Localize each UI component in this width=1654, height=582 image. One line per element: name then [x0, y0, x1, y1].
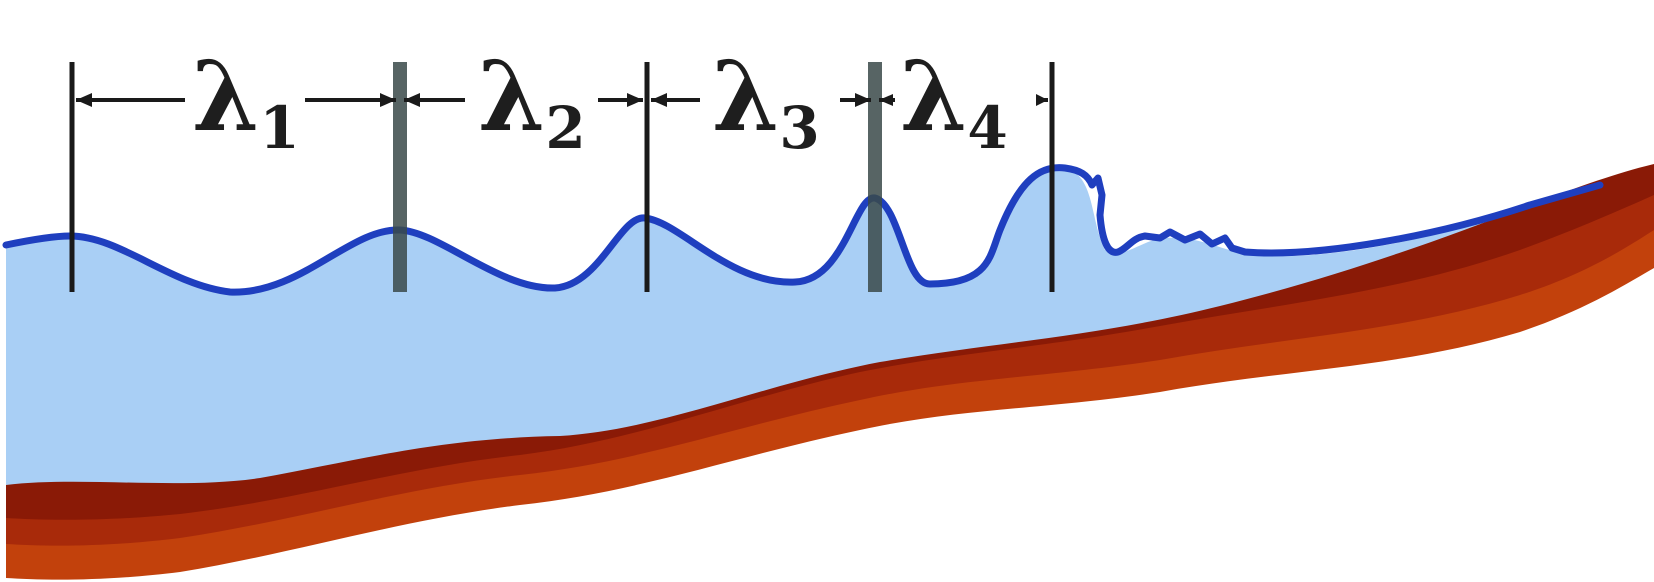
wavelength-label-3: λ3	[712, 40, 820, 162]
wavelength-dimension-1	[76, 93, 396, 107]
wavelength-label-4: λ4	[900, 40, 1008, 162]
wavelength-label-1: λ1	[192, 40, 300, 162]
seabed-top-band	[6, 164, 1654, 520]
wavelength-dimension-2	[404, 93, 643, 107]
wavelength-label-2: λ2	[478, 40, 586, 162]
wavelength-dimension-4	[879, 94, 1048, 106]
wavelength-dimension-3	[651, 93, 871, 107]
